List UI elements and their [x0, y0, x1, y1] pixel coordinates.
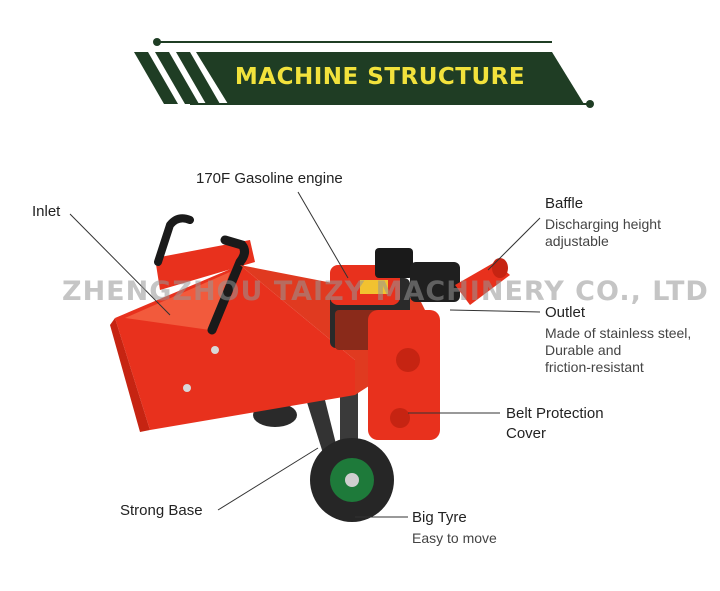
banner [134, 38, 594, 108]
leader-base [217, 447, 319, 511]
banner-body [196, 52, 584, 104]
handle-left [154, 214, 194, 266]
label-base: Strong Base [120, 502, 203, 519]
banner-title: MACHINE STRUCTURE [234, 64, 526, 90]
bolt-1 [211, 346, 219, 354]
label-outlet-desc-3: friction-resistant [545, 359, 644, 375]
watermark: ZHENGZHOU TAIZY MACHINERY CO., LTD [62, 276, 709, 307]
belt-cover-vent-top [396, 348, 420, 372]
baffle-tube-end [492, 258, 508, 278]
belt-cover [368, 310, 440, 440]
handle-right [207, 235, 250, 335]
hopper-front [110, 318, 150, 432]
label-outlet-desc-1: Made of stainless steel, [545, 325, 692, 341]
leader-engine [297, 191, 349, 279]
label-baffle-title: Baffle [545, 195, 584, 212]
label-baffle-desc-2: adjustable [545, 233, 609, 249]
banner-stripe-1 [134, 52, 178, 104]
leader-inlet [69, 213, 171, 316]
front-wheel-hub [345, 473, 359, 487]
label-outlet-desc-2: Durable and [545, 342, 622, 358]
engine-cover-right [410, 262, 460, 302]
label-outlet-title: Outlet [545, 304, 586, 321]
label-baffle-desc-1: Discharging height [545, 216, 661, 232]
label-inlet: Inlet [32, 203, 61, 220]
fuel-tank-label [360, 280, 388, 294]
leader-outlet [449, 309, 541, 313]
belt-cover-vent-bottom [390, 408, 410, 428]
hopper-inner [125, 272, 230, 330]
banner-dot-right [586, 100, 594, 108]
bolt-2 [183, 384, 191, 392]
label-engine: 170F Gasoline engine [196, 170, 343, 187]
banner-stripe-3 [176, 52, 220, 104]
leader-baffle [487, 217, 541, 271]
banner-stripe-2 [155, 52, 199, 104]
label-belt-cover-2: Cover [506, 425, 547, 442]
label-belt-cover-1: Belt Protection [506, 405, 604, 422]
air-filter [375, 248, 413, 278]
label-tyre-desc: Easy to move [412, 530, 497, 546]
label-tyre-title: Big Tyre [412, 509, 467, 526]
hopper-top-plate [155, 240, 255, 290]
